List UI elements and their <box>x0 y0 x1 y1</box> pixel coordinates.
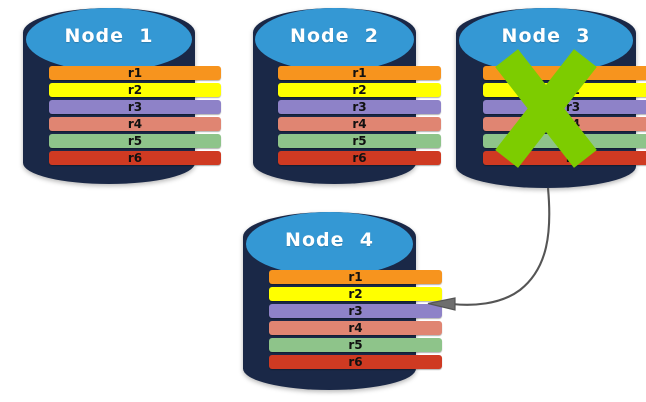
node-1[interactable]: Node 1 r1 r2 r3 r4 r5 r6 <box>23 8 221 184</box>
node-1-row-r2[interactable]: r2 <box>49 83 221 97</box>
node-2-title: Node 2 <box>290 25 379 47</box>
node-3-row-r1[interactable]: r1 <box>483 66 646 80</box>
node-3-row-r3[interactable]: r3 <box>483 100 646 114</box>
node-1-row-r5[interactable]: r5 <box>49 134 221 148</box>
node-4-row-r5[interactable]: r5 <box>269 338 442 352</box>
node-3-row-r4[interactable]: r4 <box>483 117 646 131</box>
node-3-title: Node 3 <box>501 25 591 47</box>
node-2-row-r2[interactable]: r2 <box>278 83 441 97</box>
node-2-row-r5[interactable]: r5 <box>278 134 441 148</box>
node-4-row-r1[interactable]: r1 <box>269 270 442 284</box>
node-1-row-r3[interactable]: r3 <box>49 100 221 114</box>
node-4-row-r4[interactable]: r4 <box>269 321 442 335</box>
node-4-row-r6[interactable]: r6 <box>269 355 442 369</box>
node-4-cylinder-top <box>245 212 414 277</box>
node-3-rows: r1 r2 r3 r4 r5 r6 <box>456 66 646 165</box>
node-2-row-r1[interactable]: r1 <box>278 66 441 80</box>
node-2-rows: r1 r2 r3 r4 r5 r6 <box>253 66 466 165</box>
node-1-title: Node 1 <box>64 25 154 47</box>
node-2-row-r6[interactable]: r6 <box>278 151 441 165</box>
node-2-row-r4[interactable]: r4 <box>278 117 441 131</box>
node-3-row-r5[interactable]: r5 <box>483 134 646 148</box>
node-1-cylinder-top <box>25 8 193 72</box>
node-1-row-r1[interactable]: r1 <box>49 66 221 80</box>
node-2-row-r3[interactable]: r3 <box>278 100 441 114</box>
node-4-rows: r1 r2 r3 r4 r5 r6 <box>243 270 468 369</box>
node-4-title: Node 4 <box>285 229 374 251</box>
node-1-rows: r1 r2 r3 r4 r5 r6 <box>23 66 247 165</box>
node-2-cylinder-top <box>255 8 414 72</box>
node-3-row-r2[interactable]: r2 <box>483 83 646 97</box>
node-1-row-r6[interactable]: r6 <box>49 151 221 165</box>
node-2[interactable]: Node 2 r1 r2 r3 r4 r5 r6 <box>253 8 441 184</box>
node-3-row-r6[interactable]: r6 <box>483 151 646 165</box>
node-1-row-r4[interactable]: r4 <box>49 117 221 131</box>
node-3[interactable]: Node 3 r1 r2 r3 r4 r5 r6 <box>456 8 646 188</box>
node-4[interactable]: Node 4 r1 r2 r3 r4 r5 r6 <box>243 212 442 390</box>
node-4-row-r3[interactable]: r3 <box>269 304 442 318</box>
node-4-row-r2[interactable]: r2 <box>269 287 442 301</box>
